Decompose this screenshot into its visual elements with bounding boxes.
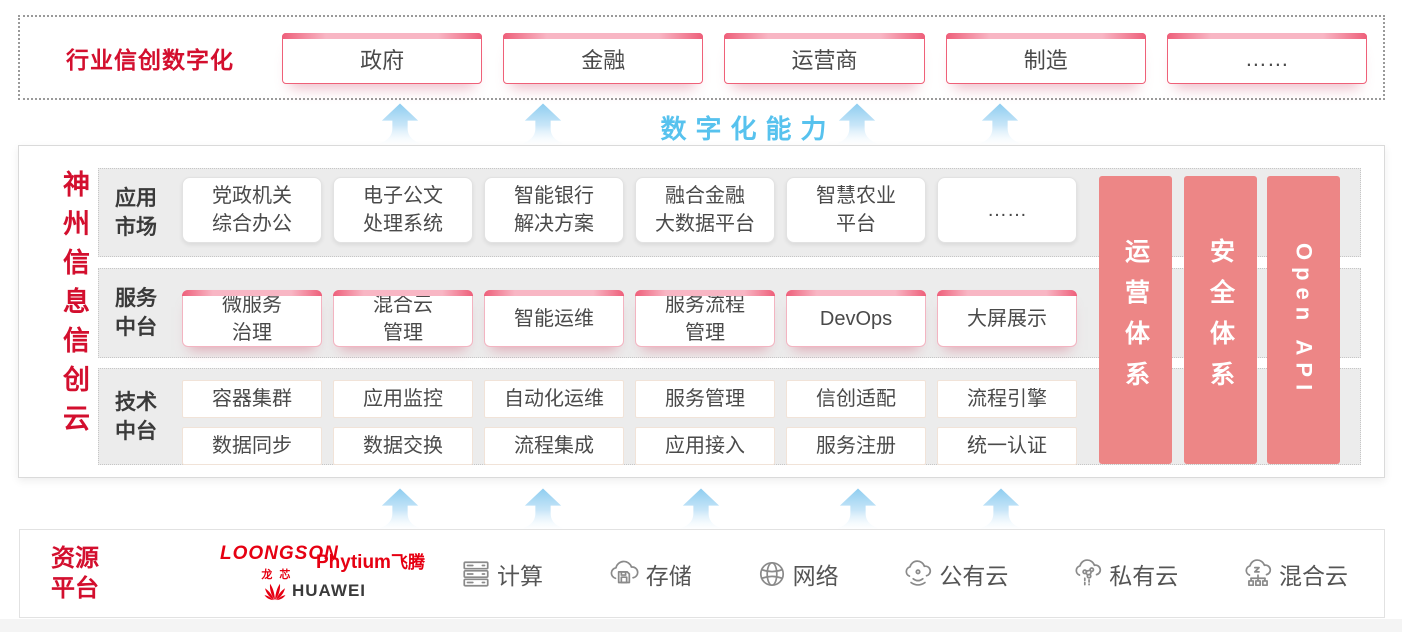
resource-items: 计算 存储 网络 <box>460 530 1348 617</box>
resource-platform-section: 资源 平台 LOONGSON 龙芯 Phytium飞腾 HUAWEI <box>19 529 1385 618</box>
tech-card-unified-auth: 统一认证 <box>937 427 1077 465</box>
up-arrow-icon <box>680 488 722 529</box>
industry-section-title: 行业信创数字化 <box>66 46 234 73</box>
app-card-more: …… <box>937 177 1077 243</box>
resource-network: 网络 <box>756 557 839 591</box>
resource-compute: 计算 <box>460 557 543 591</box>
service-platform-label: 服务 中台 <box>115 287 157 339</box>
industry-digitalization-section: 行业信创数字化 政府 金融 运营商 制造 …… <box>18 15 1385 100</box>
app-card-smart-banking: 智能银行 解决方案 <box>484 177 624 243</box>
industry-tabs: 政府 金融 运营商 制造 …… <box>282 33 1368 84</box>
xinchuang-cloud-section: 神州信息信创云 应用 市场 党政机关 综合办公 电子公文 处理系统 智能银行 解… <box>18 145 1385 478</box>
huawei-logo: HUAWEI <box>264 581 366 601</box>
up-arrow-icon <box>522 103 564 144</box>
resource-platform-label: 资源 平台 <box>51 544 99 602</box>
app-market-label: 应用 市场 <box>115 186 157 239</box>
up-arrow-icon <box>979 103 1021 144</box>
pillar-operation-system: 运营体系 <box>1099 176 1172 464</box>
storage-icon <box>610 560 639 583</box>
industry-tab-operator: 运营商 <box>724 33 925 84</box>
resource-storage: 存储 <box>607 557 692 591</box>
private-cloud-icon <box>1075 558 1102 586</box>
pillar-security-system: 安全体系 <box>1184 176 1257 464</box>
tech-card-app-access: 应用接入 <box>635 427 775 465</box>
up-arrow-icon <box>379 488 421 529</box>
loongson-logo: LOONGSON 龙芯 <box>220 543 339 581</box>
phytium-logo: Phytium飞腾 <box>316 552 425 573</box>
tech-card-process-integration: 流程集成 <box>484 427 624 465</box>
huawei-flower-icon <box>264 583 286 601</box>
tech-card-app-monitoring: 应用监控 <box>333 380 473 418</box>
industry-tab-finance: 金融 <box>503 33 704 84</box>
resource-private-cloud: 私有云 <box>1072 557 1178 591</box>
app-card-finance-bigdata: 融合金融 大数据平台 <box>635 177 775 243</box>
pillar-open-api: Open API <box>1267 176 1340 464</box>
tech-card-automated-ops: 自动化运维 <box>484 380 624 418</box>
svc-card-service-process-mgmt: 服务流程 管理 <box>635 290 775 347</box>
app-card-edoc-system: 电子公文 处理系统 <box>333 177 473 243</box>
tech-platform-row2: 数据同步 数据交换 流程集成 应用接入 服务注册 统一认证 <box>182 427 1077 465</box>
up-arrow-icon <box>379 103 421 144</box>
svc-card-dashboard-display: 大屏展示 <box>937 290 1077 347</box>
svc-card-microservice-governance: 微服务 治理 <box>182 290 322 347</box>
resource-public-cloud: 公有云 <box>902 557 1008 591</box>
svc-card-devops: DevOps <box>786 290 926 347</box>
tech-card-process-engine: 流程引擎 <box>937 380 1077 418</box>
app-card-smart-agriculture: 智慧农业 平台 <box>786 177 926 243</box>
tech-card-data-exchange: 数据交换 <box>333 427 473 465</box>
service-platform-cards: 微服务 治理 混合云 管理 智能运维 服务流程 管理 DevOps 大屏展示 <box>182 290 1077 347</box>
hybrid-cloud-icon <box>1245 558 1272 586</box>
up-arrow-icon <box>522 488 564 529</box>
public-cloud-icon <box>905 559 932 586</box>
tech-platform-row1: 容器集群 应用监控 自动化运维 服务管理 信创适配 流程引擎 <box>182 380 1077 418</box>
svc-card-hybrid-cloud-mgmt: 混合云 管理 <box>333 290 473 347</box>
tech-card-container-cluster: 容器集群 <box>182 380 322 418</box>
up-arrow-icon <box>980 488 1022 529</box>
tech-card-service-registry: 服务注册 <box>786 427 926 465</box>
industry-tab-more: …… <box>1166 33 1368 84</box>
tech-card-xinchuang-adaptation: 信创适配 <box>786 380 926 418</box>
footer-strip <box>0 619 1402 632</box>
digital-capability-label: 数字化能力 <box>660 114 836 144</box>
network-icon <box>759 561 784 586</box>
tech-card-data-sync: 数据同步 <box>182 427 322 465</box>
tech-platform-label: 技术 中台 <box>115 390 157 443</box>
resource-hybrid-cloud: 混合云 <box>1242 557 1348 591</box>
up-arrow-icon <box>837 488 879 529</box>
app-market-cards: 党政机关 综合办公 电子公文 处理系统 智能银行 解决方案 融合金融 大数据平台… <box>182 177 1077 243</box>
platform-vertical-title: 神州信息信创云 <box>59 170 89 443</box>
industry-tab-government: 政府 <box>282 33 483 84</box>
svc-card-intelligent-ops: 智能运维 <box>484 290 624 347</box>
tech-card-service-mgmt: 服务管理 <box>635 380 775 418</box>
app-card-party-gov-office: 党政机关 综合办公 <box>182 177 322 243</box>
compute-icon <box>463 560 489 587</box>
tech-platform-panel: 技术 中台 容器集群 应用监控 自动化运维 服务管理 信创适配 流程引擎 数据同… <box>98 368 1361 465</box>
industry-tab-manufacturing: 制造 <box>945 33 1147 84</box>
